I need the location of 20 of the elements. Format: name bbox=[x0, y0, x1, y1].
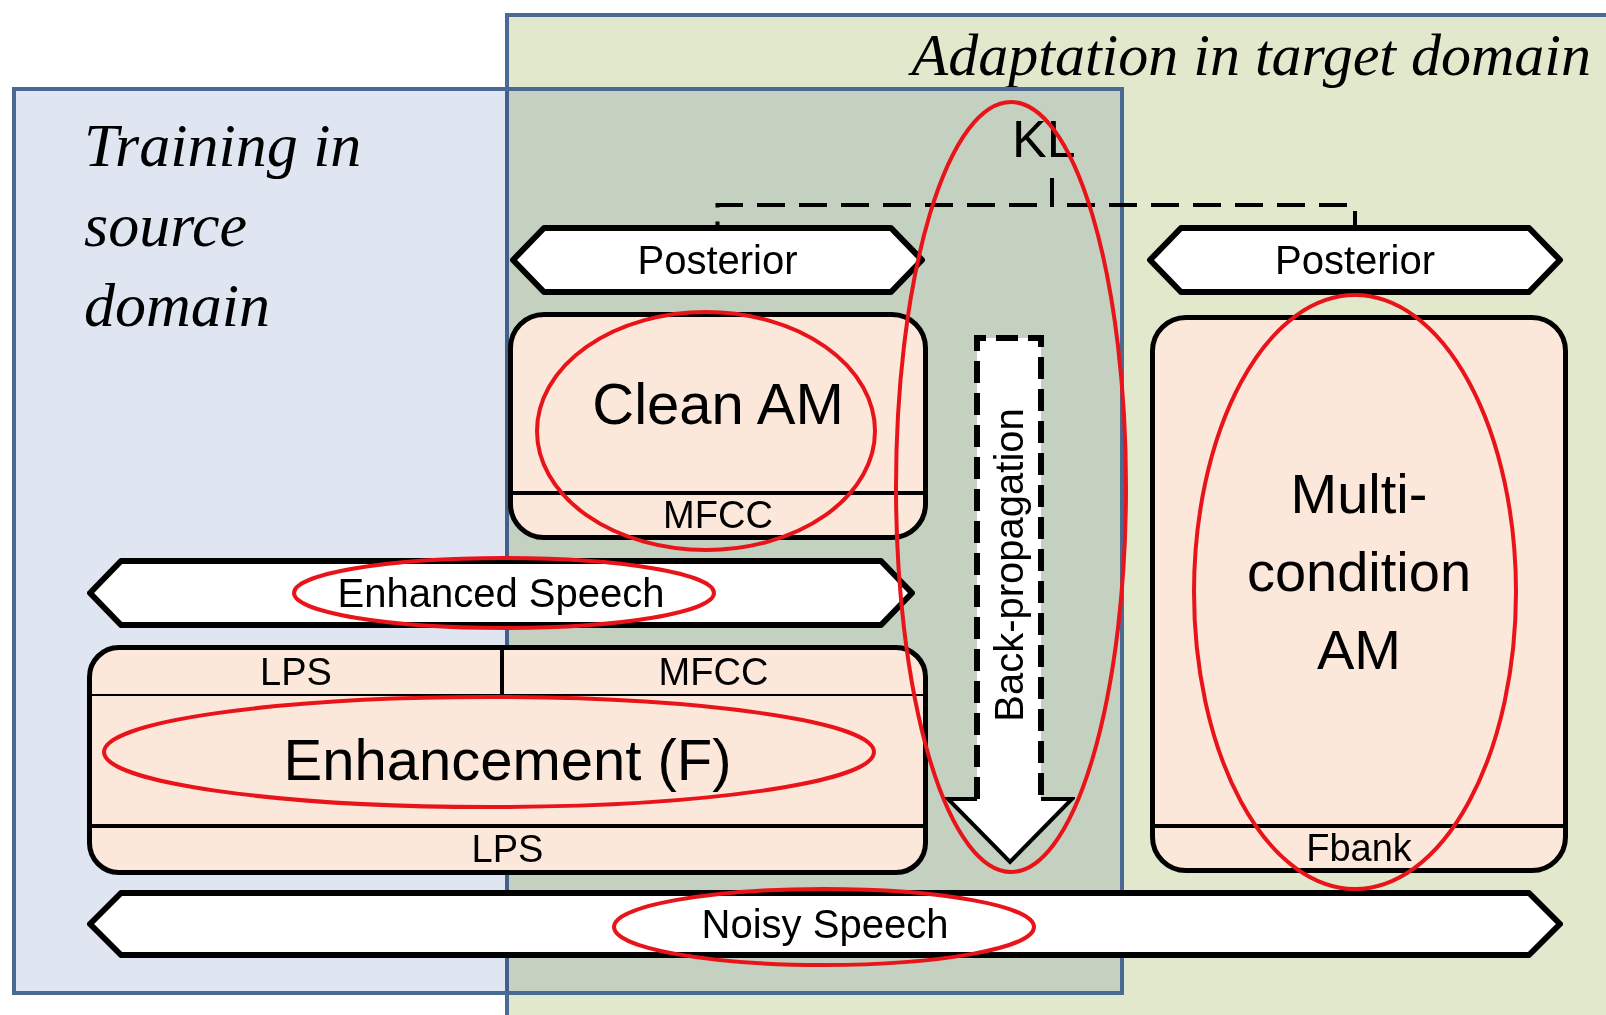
feature-label: LPS bbox=[260, 653, 332, 691]
enhancement-box bbox=[87, 645, 928, 875]
band-label: Posterior bbox=[637, 240, 798, 280]
model-label: Clean AM bbox=[592, 375, 844, 433]
signal-band bbox=[87, 890, 1563, 958]
model-box bbox=[508, 312, 928, 540]
model-label: Multi-condition AM bbox=[1245, 461, 1473, 683]
feature-label: LPS bbox=[471, 830, 544, 868]
signal-band bbox=[510, 225, 925, 295]
signal-band bbox=[87, 558, 915, 628]
feature-label: Fbank bbox=[1306, 829, 1412, 867]
region-title: Training in source domain bbox=[84, 110, 363, 341]
signal-band bbox=[1147, 225, 1563, 295]
feature-label: MFCC bbox=[663, 496, 773, 534]
model-box bbox=[1150, 315, 1568, 873]
arrow-label: Back-propagation bbox=[989, 408, 1029, 722]
band-label: Enhanced Speech bbox=[337, 573, 665, 613]
band-label: Posterior bbox=[1274, 240, 1436, 280]
band-label: Noisy Speech bbox=[701, 904, 949, 944]
feature-label: MFCC bbox=[658, 653, 769, 691]
